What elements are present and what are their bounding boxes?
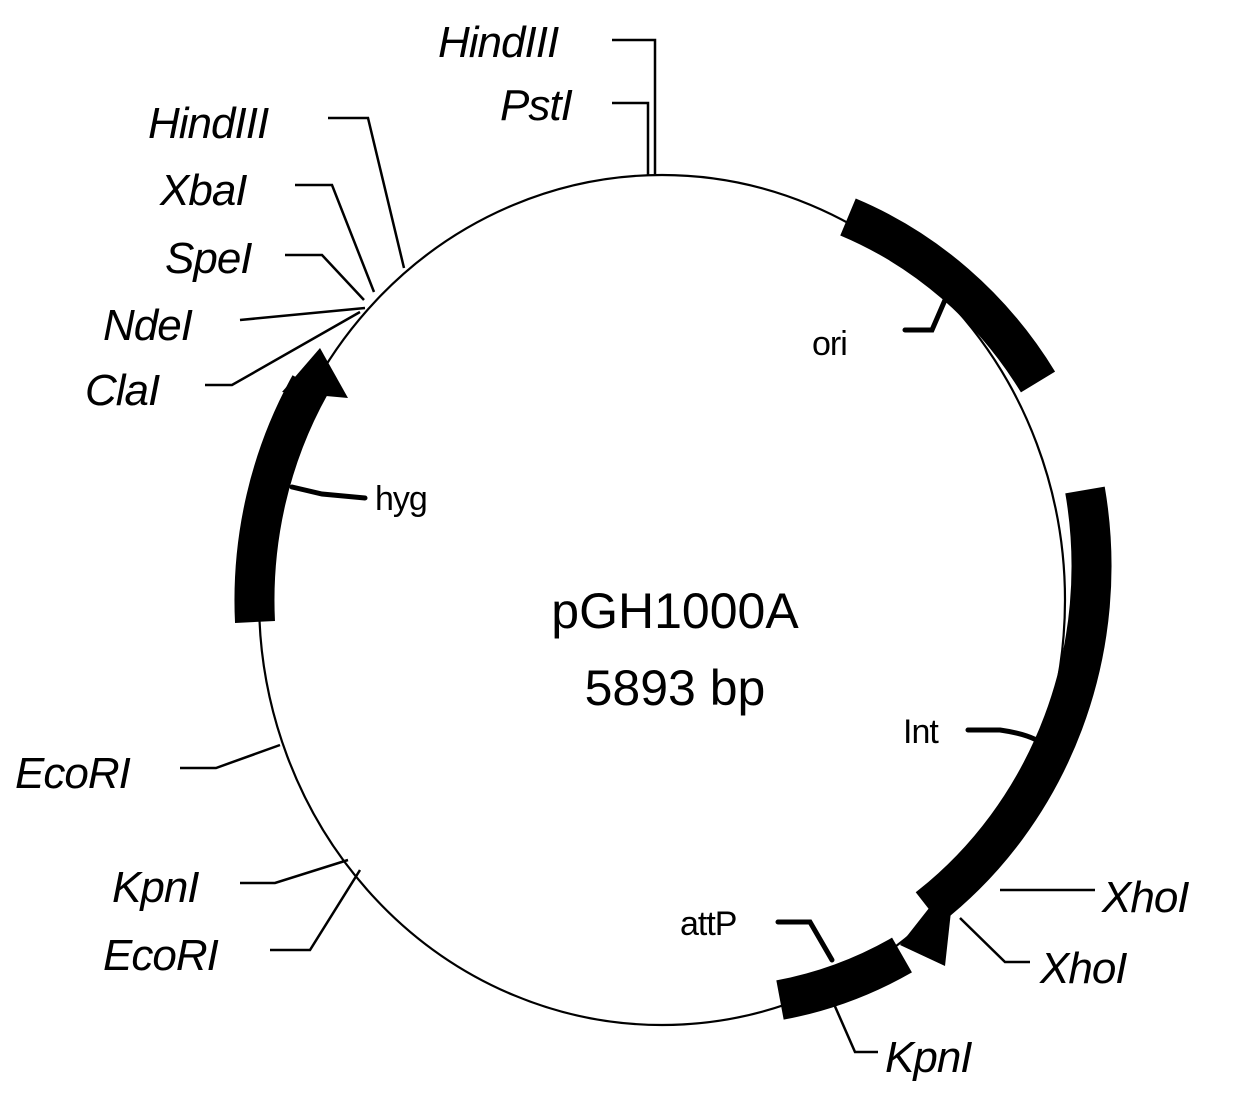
xho-lower-leader: [959, 917, 1030, 964]
ori-label: ori: [812, 325, 847, 363]
hyg-label: hyg: [375, 480, 427, 518]
left-hind-leader: [328, 116, 406, 269]
eco-lower-label: EcoRI: [103, 931, 219, 980]
nde-leader: [239, 306, 366, 322]
kpn-bottom-label: KpnI: [885, 1033, 972, 1082]
spe-leader: [285, 253, 365, 301]
ori-leader: [902, 297, 948, 333]
xba-leader: [295, 183, 376, 293]
ori-gene-block: [840, 198, 1056, 393]
kpn-bottom-leader: [828, 994, 878, 1054]
attp-label: attP: [680, 905, 736, 943]
nde-label: NdeI: [103, 301, 193, 350]
cla-label: ClaI: [85, 366, 160, 415]
left-hind-label: HindIII: [148, 99, 269, 148]
xho-lower-label: XhoI: [1039, 944, 1127, 993]
cla-leader: [205, 310, 361, 387]
top-pst-leader: [612, 101, 650, 175]
int-leader: [965, 727, 1051, 751]
top-hind-label: HindIII: [438, 18, 559, 67]
eco-lower-leader: [270, 869, 362, 952]
eco-upper-leader: [180, 743, 281, 770]
attp-gene-block: [776, 937, 912, 1020]
xba-label: XbaI: [159, 166, 247, 215]
plasmid-name: pGH1000A: [551, 583, 799, 639]
int-arrowhead: [900, 875, 955, 966]
kpn-left-label: KpnI: [112, 863, 199, 912]
kpn-left-leader: [240, 858, 349, 885]
plasmid-size: 5893 bp: [585, 660, 766, 716]
hyg-arrowhead: [282, 348, 348, 398]
xho-upper-label: XhoI: [1101, 873, 1189, 922]
eco-upper-label: EcoRI: [15, 749, 131, 798]
top-hind-leader: [612, 38, 657, 175]
top-pst-label: PstI: [500, 81, 573, 130]
attp-leader: [775, 919, 835, 963]
spe-label: SpeI: [165, 234, 252, 283]
int-gene-block: [915, 486, 1112, 924]
int-label: Int: [903, 713, 939, 751]
hyg-gene-block: [234, 375, 328, 623]
hyg-leader: [289, 484, 368, 501]
